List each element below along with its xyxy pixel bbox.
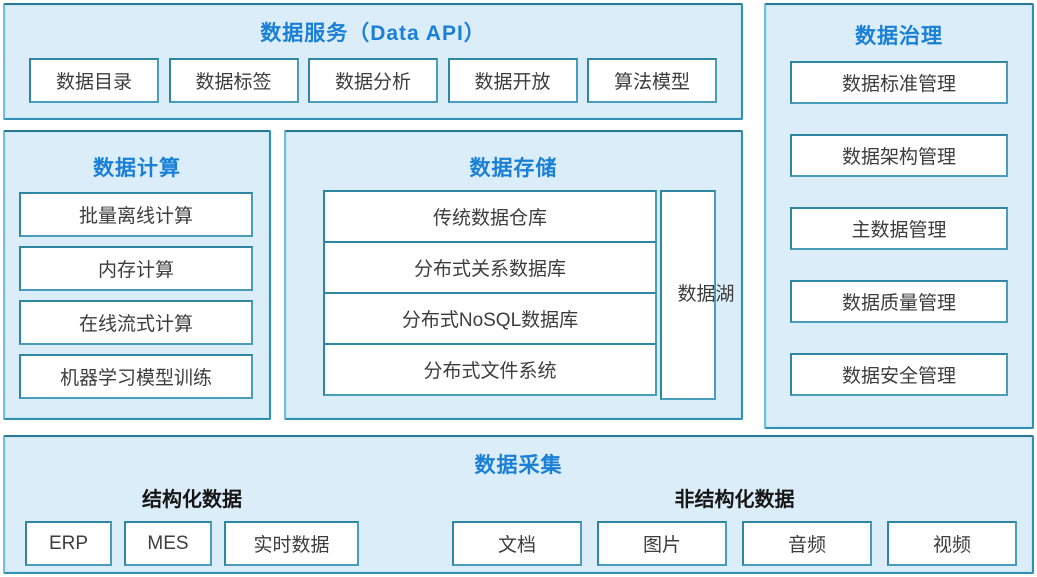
computing-item-in-memory: 内存计算 bbox=[19, 246, 253, 291]
service-item-data-openness: 数据开放 bbox=[447, 58, 578, 103]
data-governance-items: 数据标准管理 数据架构管理 主数据管理 数据质量管理 数据安全管理 bbox=[790, 61, 1008, 426]
service-item-data-tags: 数据标签 bbox=[168, 58, 299, 103]
governance-item-data-architecture: 数据架构管理 bbox=[790, 134, 1008, 177]
source-documents: 文档 bbox=[452, 521, 582, 566]
data-storage-rows: 传统数据仓库 分布式关系数据库 分布式NoSQL数据库 分布式文件系统 bbox=[323, 190, 657, 400]
computing-item-batch-offline: 批量离线计算 bbox=[19, 192, 253, 237]
governance-item-data-standards: 数据标准管理 bbox=[790, 61, 1008, 104]
structured-data-group: 结构化数据 ERP MES 实时数据 bbox=[25, 483, 359, 566]
storage-row-distributed-file-system: 分布式文件系统 bbox=[323, 343, 657, 396]
governance-item-data-security: 数据安全管理 bbox=[790, 353, 1008, 396]
structured-data-label: 结构化数据 bbox=[142, 489, 242, 511]
panel-data-storage: 数据存储 传统数据仓库 分布式关系数据库 分布式NoSQL数据库 分布式文件系统… bbox=[284, 130, 743, 420]
data-storage-table: 传统数据仓库 分布式关系数据库 分布式NoSQL数据库 分布式文件系统 数据湖 bbox=[323, 190, 735, 400]
governance-item-data-quality: 数据质量管理 bbox=[790, 280, 1008, 323]
panel-data-collection: 数据采集 结构化数据 ERP MES 实时数据 非结构化数据 文档 图片 音频 … bbox=[3, 435, 1034, 574]
panel-data-governance: 数据治理 数据标准管理 数据架构管理 主数据管理 数据质量管理 数据安全管理 bbox=[764, 3, 1034, 429]
data-computing-items: 批量离线计算 内存计算 在线流式计算 机器学习模型训练 bbox=[19, 192, 253, 408]
storage-row-distributed-nosql-db: 分布式NoSQL数据库 bbox=[323, 292, 657, 345]
data-collection-title: 数据采集 bbox=[474, 454, 563, 477]
source-mes: MES bbox=[124, 521, 212, 566]
source-audio: 音频 bbox=[742, 521, 872, 566]
governance-item-master-data: 主数据管理 bbox=[790, 207, 1008, 250]
source-video: 视频 bbox=[887, 521, 1017, 566]
source-images: 图片 bbox=[597, 521, 727, 566]
data-services-items: 数据目录 数据标签 数据分析 数据开放 算法模型 bbox=[29, 58, 717, 103]
service-item-data-analysis: 数据分析 bbox=[308, 58, 438, 103]
data-computing-title: 数据计算 bbox=[93, 157, 181, 180]
service-item-data-catalog: 数据目录 bbox=[29, 58, 159, 103]
data-services-title: 数据服务（Data API） bbox=[260, 22, 486, 45]
unstructured-data-items: 文档 图片 音频 视频 bbox=[452, 521, 1017, 566]
storage-data-lake: 数据湖 bbox=[660, 190, 735, 400]
panel-data-services: 数据服务（Data API） 数据目录 数据标签 数据分析 数据开放 算法模型 bbox=[3, 3, 743, 120]
storage-row-traditional-warehouse: 传统数据仓库 bbox=[323, 190, 657, 243]
source-erp: ERP bbox=[25, 521, 112, 566]
unstructured-data-label: 非结构化数据 bbox=[674, 489, 795, 511]
source-realtime-data: 实时数据 bbox=[224, 521, 359, 566]
data-governance-title: 数据治理 bbox=[855, 25, 943, 48]
unstructured-data-group: 非结构化数据 文档 图片 音频 视频 bbox=[452, 483, 1017, 566]
storage-row-distributed-relational-db: 分布式关系数据库 bbox=[323, 241, 657, 294]
service-item-algorithm-models: 算法模型 bbox=[587, 58, 717, 103]
computing-item-ml-training: 机器学习模型训练 bbox=[19, 354, 253, 399]
data-storage-title: 数据存储 bbox=[469, 157, 558, 180]
storage-data-lake-label: 数据湖 bbox=[677, 284, 735, 306]
structured-data-items: ERP MES 实时数据 bbox=[25, 521, 359, 566]
panel-data-computing: 数据计算 批量离线计算 内存计算 在线流式计算 机器学习模型训练 bbox=[3, 130, 271, 420]
computing-item-online-streaming: 在线流式计算 bbox=[19, 300, 253, 345]
